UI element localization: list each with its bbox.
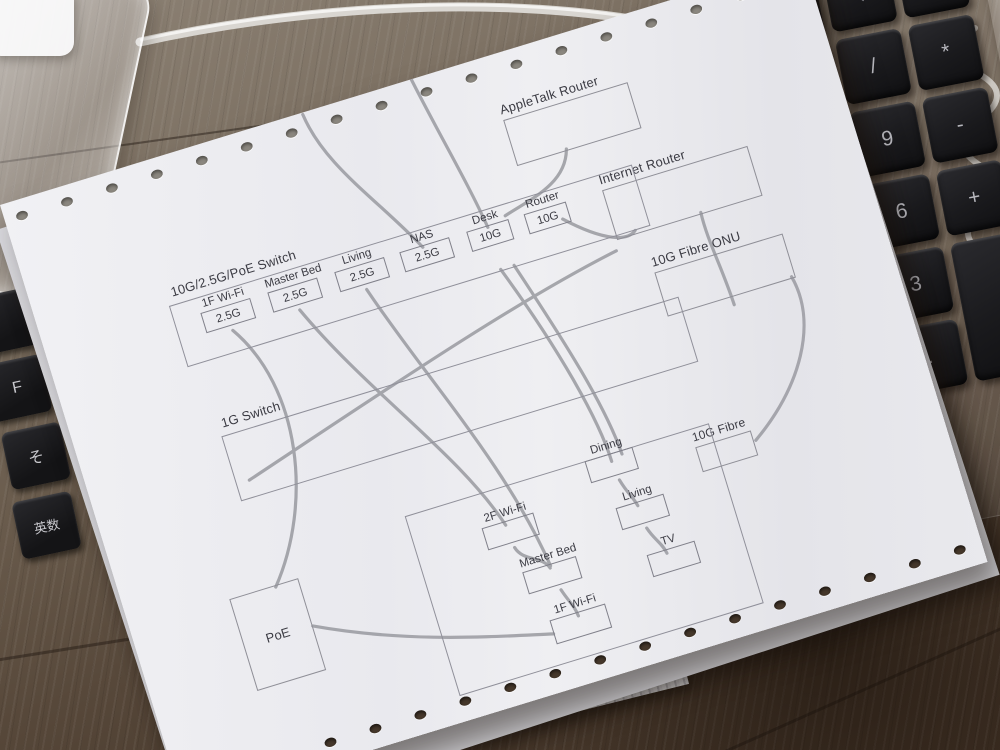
node-label: PoE	[263, 623, 292, 646]
wire-appletalk	[503, 147, 568, 218]
wire-router-to-internet	[561, 217, 637, 240]
minus-key[interactable]: -	[921, 86, 999, 164]
mute-icon	[850, 0, 864, 2]
port-speed: 2.5G	[413, 245, 441, 265]
asterisk-key[interactable]: *	[907, 13, 985, 92]
port-speed: 10G	[535, 209, 560, 227]
wire-1g-uplink	[247, 249, 618, 482]
port-speed: 2.5G	[348, 265, 376, 285]
key-legend: 6	[893, 199, 910, 224]
key-legend: -	[954, 112, 966, 137]
wire-masterbed-to-1f	[559, 588, 580, 618]
wire-top-to-nas	[301, 112, 425, 249]
key-legend: そ	[26, 448, 47, 469]
key-legend: 英数	[32, 516, 62, 537]
wire-dining-to-living	[617, 478, 640, 508]
key-legend: *	[939, 39, 953, 65]
eisu-key[interactable]: 英数	[11, 490, 82, 560]
key-legend: F	[10, 378, 24, 398]
wire-to-dining-2	[512, 263, 624, 456]
wire-1f-port-to-poe	[231, 328, 298, 589]
slash-key[interactable]: /	[834, 27, 913, 106]
port-speed: 2.5G	[214, 306, 242, 325]
plus-key[interactable]: +	[935, 159, 1000, 237]
wire-masterbed-port-down	[298, 308, 508, 527]
wire-onu-to-fibre	[754, 275, 806, 442]
acrylic-stand-corner	[0, 0, 74, 56]
wire-poe-to-rooms	[311, 624, 556, 639]
key-legend: 9	[879, 126, 896, 152]
wire-2f-to-masterbed	[513, 545, 552, 570]
wire-living-port-down	[365, 287, 553, 568]
port-speed: 2.5G	[281, 285, 309, 305]
wire-to-dining	[499, 267, 614, 463]
wire-internet-to-onu	[699, 210, 736, 307]
key-legend: +	[966, 184, 983, 210]
key-legend: 3	[907, 271, 924, 297]
key-legend: /	[868, 54, 879, 78]
wire-living-to-tv	[645, 526, 669, 555]
port-speed: 10G	[478, 226, 503, 245]
wire-top-to-desk	[409, 77, 490, 229]
